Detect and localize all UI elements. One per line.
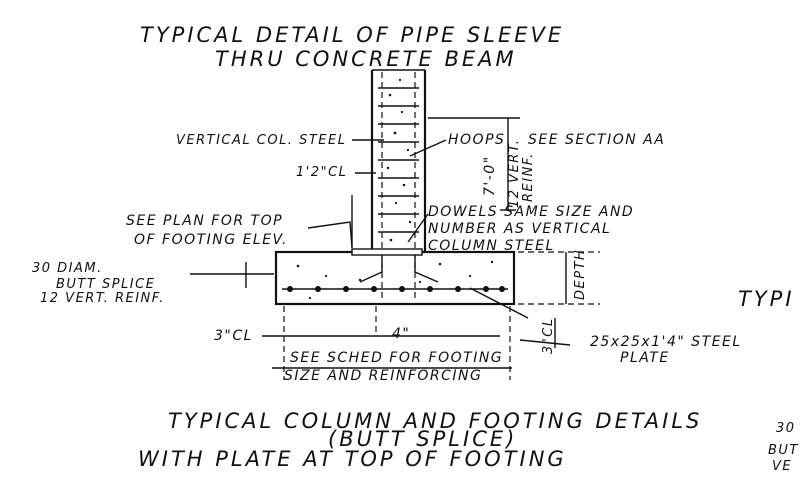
label-hoops: HOOPS bbox=[448, 132, 505, 148]
label-see-section: SEE SECTION AA bbox=[528, 132, 665, 148]
label-dim-7-0: 7'-0" bbox=[482, 155, 498, 196]
right-edge-small-2: BUT bbox=[768, 443, 799, 458]
column-aggregate bbox=[386, 78, 412, 242]
right-edge-small-1: 30 bbox=[776, 421, 796, 436]
label-clear-3-right: 3"CL bbox=[541, 317, 556, 354]
label-clear-3-left: 3"CL bbox=[214, 328, 253, 344]
label-diam-2: BUTT SPLICE bbox=[56, 277, 155, 292]
concrete-footing bbox=[274, 248, 516, 306]
label-clear-3-right-group: 3"CL bbox=[541, 317, 556, 354]
label-dowels-3: COLUMN STEEL bbox=[428, 238, 555, 254]
label-plate-1: 25x25x1'4" STEEL bbox=[590, 334, 742, 350]
label-vert-reinf-group-2: REINF. bbox=[521, 152, 536, 202]
leader-lines bbox=[190, 139, 571, 346]
label-plate-2: PLATE bbox=[620, 350, 670, 366]
column-hoops bbox=[378, 87, 419, 233]
label-diam-3: 12 VERT. REINF. bbox=[40, 291, 165, 306]
label-vertical-col-steel: VERTICAL COL. STEEL bbox=[176, 133, 346, 148]
label-dowels-1: DOWELS SAME SIZE AND bbox=[428, 204, 634, 220]
label-sched-1: SEE SCHED FOR FOOTING bbox=[290, 350, 503, 366]
bottom-title-line1: TYPICAL COLUMN AND FOOTING DETAILS bbox=[168, 409, 702, 433]
steel-plate bbox=[351, 248, 423, 256]
label-vert-reinf-1: 12 VERT. bbox=[507, 139, 522, 208]
right-edge-title: TYPI bbox=[738, 287, 795, 311]
footing-aggregate bbox=[296, 260, 494, 300]
top-title-line2: THRU CONCRETE BEAM bbox=[215, 47, 517, 71]
label-see-plan-1: SEE PLAN FOR TOP bbox=[126, 213, 283, 229]
label-depth-group: DEPTH bbox=[573, 249, 588, 300]
label-dim-4: 4" bbox=[392, 326, 410, 342]
label-vert-reinf-group-1: 12 VERT. bbox=[507, 139, 522, 208]
label-sched-2: SIZE AND REINFORCING bbox=[284, 368, 482, 384]
right-edge-small-3: VE bbox=[772, 459, 792, 474]
bottom-title-line3: WITH PLATE AT TOP OF FOOTING bbox=[138, 447, 567, 471]
dimension-lines bbox=[262, 117, 600, 380]
label-clear-1-5: 1'2"CL bbox=[296, 165, 347, 180]
label-see-plan-2: OF FOOTING ELEV. bbox=[134, 232, 288, 248]
footing-bottom-bars bbox=[287, 286, 505, 292]
label-depth: DEPTH bbox=[573, 249, 588, 300]
label-diam-1: 30 DIAM. bbox=[32, 261, 103, 276]
bottom-title-line2: (BUTT SPLICE) bbox=[328, 427, 517, 451]
label-dowels-2: NUMBER AS VERTICAL bbox=[428, 221, 611, 237]
top-title-line1: TYPICAL DETAIL OF PIPE SLEEVE bbox=[140, 23, 564, 47]
concrete-column bbox=[370, 69, 427, 300]
label-vert-reinf-2: REINF. bbox=[521, 152, 536, 202]
label-7ft-group: 7'-0" bbox=[482, 155, 498, 196]
